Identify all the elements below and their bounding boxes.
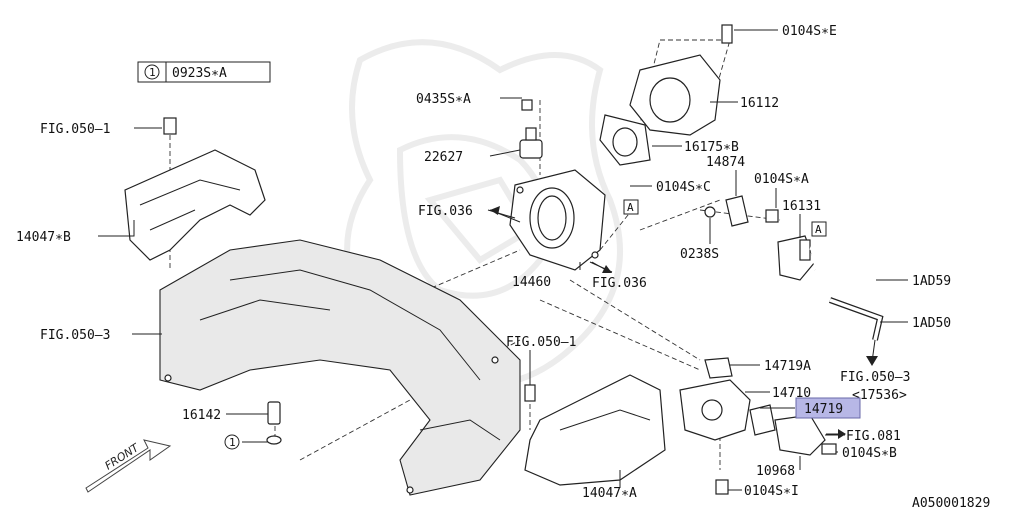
- callout-labels: FIG.050–1 14047∗B FIG.050–3 16142 1 0435…: [16, 24, 990, 511]
- label-14460: 14460: [512, 275, 551, 290]
- label-16112: 16112: [740, 96, 779, 111]
- legend: 1 0923S∗A: [137, 61, 271, 83]
- label-17536: <17536>: [852, 388, 907, 403]
- label-circle-1: 1: [229, 436, 236, 449]
- intake-manifold: [159, 239, 521, 496]
- label-1ad59: 1AD59: [912, 274, 951, 289]
- label-10968: 10968: [756, 464, 795, 479]
- label-fig050-1-top: FIG.050–1: [40, 122, 110, 137]
- label-0104si: 0104S∗I: [744, 484, 799, 499]
- legend-circle-number: 1: [149, 66, 156, 79]
- highlight-14719: [795, 397, 861, 419]
- heat-shield-14047a: [524, 374, 666, 486]
- label-0104sa: 0104S∗A: [754, 172, 809, 187]
- label-0104sb: 0104S∗B: [842, 446, 897, 461]
- label-16142: 16142: [182, 408, 221, 423]
- label-fig081: FIG.081: [846, 429, 901, 444]
- label-0435sa: 0435S∗A: [416, 92, 471, 107]
- label-14047b: 14047∗B: [16, 230, 71, 245]
- label-14710: 14710: [772, 386, 811, 401]
- label-16131: 16131: [782, 199, 821, 214]
- label-14874: 14874: [706, 155, 745, 170]
- label-fig050-3-left: FIG.050–3: [40, 328, 110, 343]
- label-fig036-left: FIG.036: [418, 204, 473, 219]
- label-22627: 22627: [424, 150, 463, 165]
- label-fig050-1-mid: FIG.050–1: [506, 335, 576, 350]
- label-16175b: 16175∗B: [684, 140, 739, 155]
- arrows: [489, 206, 878, 439]
- label-fig036-bottom: FIG.036: [592, 276, 647, 291]
- label-fig050-3-right: FIG.050–3: [840, 370, 910, 385]
- label-1ad50: 1AD50: [912, 316, 951, 331]
- legend-code: 0923S∗A: [172, 66, 227, 81]
- label-0104se: 0104S∗E: [782, 24, 837, 39]
- valve-16131: [777, 235, 816, 281]
- label-box-a-1: A: [627, 201, 634, 214]
- label-14047a: 14047∗A: [582, 486, 637, 501]
- valve-14710: [679, 357, 776, 441]
- label-0104sc: 0104S∗C: [656, 180, 711, 195]
- front-arrow: FRONT: [85, 439, 172, 493]
- label-box-a-2: A: [815, 223, 822, 236]
- adapter-10968: [774, 414, 837, 456]
- small-parts: [163, 117, 729, 495]
- figure-id: A050001829: [912, 496, 990, 511]
- label-14719: 14719: [804, 402, 843, 417]
- housing-16112: [629, 24, 733, 136]
- gasket-16175b: [599, 114, 651, 166]
- heat-shield-14047b: [124, 149, 266, 261]
- label-14719a: 14719A: [764, 359, 811, 374]
- hoses: [809, 246, 884, 341]
- leader-lines: [98, 29, 908, 491]
- bracket-14874: [704, 195, 779, 227]
- sensor-22627: [519, 99, 543, 159]
- label-0238s: 0238S: [680, 247, 719, 262]
- throttle-body-14460: [509, 169, 606, 271]
